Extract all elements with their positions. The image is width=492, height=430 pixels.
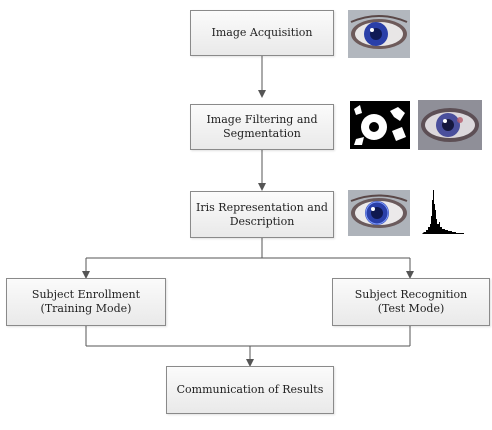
step-image-filtering-segmentation: Image Filtering and Segmentation xyxy=(190,104,334,150)
eye-photo-acquisition xyxy=(348,10,410,58)
step-label: Communication of Results xyxy=(177,383,324,397)
step-subject-recognition: Subject Recognition (Test Mode) xyxy=(332,278,490,326)
step-label: Image Acquisition xyxy=(212,26,313,40)
step-label-line-1: Iris Representation and xyxy=(196,201,328,215)
step-label-line-1: Subject Enrollment xyxy=(32,288,140,302)
segmentation-mask xyxy=(350,101,410,149)
step-iris-representation-description: Iris Representation and Description xyxy=(190,191,334,238)
step-label-line-2: Description xyxy=(230,215,295,229)
eye-photo-representation xyxy=(348,190,410,236)
eye-photo-filtered xyxy=(418,100,482,150)
step-label-line-1: Image Filtering and xyxy=(206,113,317,127)
step-label-line-2: Segmentation xyxy=(223,127,301,141)
iris-histogram xyxy=(420,186,476,236)
step-label-line-2: (Test Mode) xyxy=(378,302,445,316)
step-label-line-1: Subject Recognition xyxy=(355,288,468,302)
step-subject-enrollment: Subject Enrollment (Training Mode) xyxy=(6,278,166,326)
step-image-acquisition: Image Acquisition xyxy=(190,10,334,56)
step-label-line-2: (Training Mode) xyxy=(41,302,132,316)
step-communication-of-results: Communication of Results xyxy=(166,366,334,414)
